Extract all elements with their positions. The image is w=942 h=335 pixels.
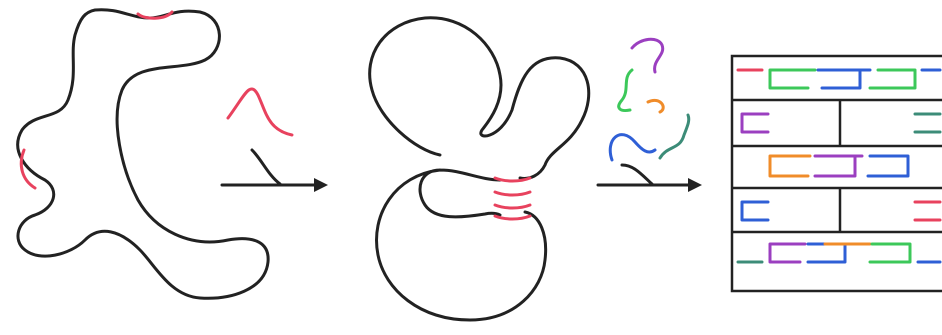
mixture-strand-orange [648,100,663,112]
arrow-add-staple [222,89,328,192]
arrow-add-mixture [598,39,702,192]
target-segment-top [138,12,172,18]
arrow-1-head [314,178,328,192]
duplex-rung-3 [495,205,530,208]
scaffold-outline [18,10,268,299]
duplex-rung-4 [495,216,530,219]
folded-panel [370,18,589,320]
arrow-branch-curve-2 [622,165,652,184]
mixture-strand-teal [660,115,689,158]
staple-strand-pink [228,89,292,135]
scaffold-panel [18,10,268,299]
folded-outline-top [370,18,589,179]
duplex-rung-2 [495,192,530,195]
folded-outline-bottom [377,170,546,320]
arrow-2-head [688,178,702,192]
brick-panel [732,56,942,291]
mixture-strand-purple [632,39,663,72]
arrow-branch-curve [252,150,280,184]
mixture-strand-green [619,70,632,111]
duplex-rung-1 [495,178,530,181]
mixture-strand-blue [610,135,655,160]
